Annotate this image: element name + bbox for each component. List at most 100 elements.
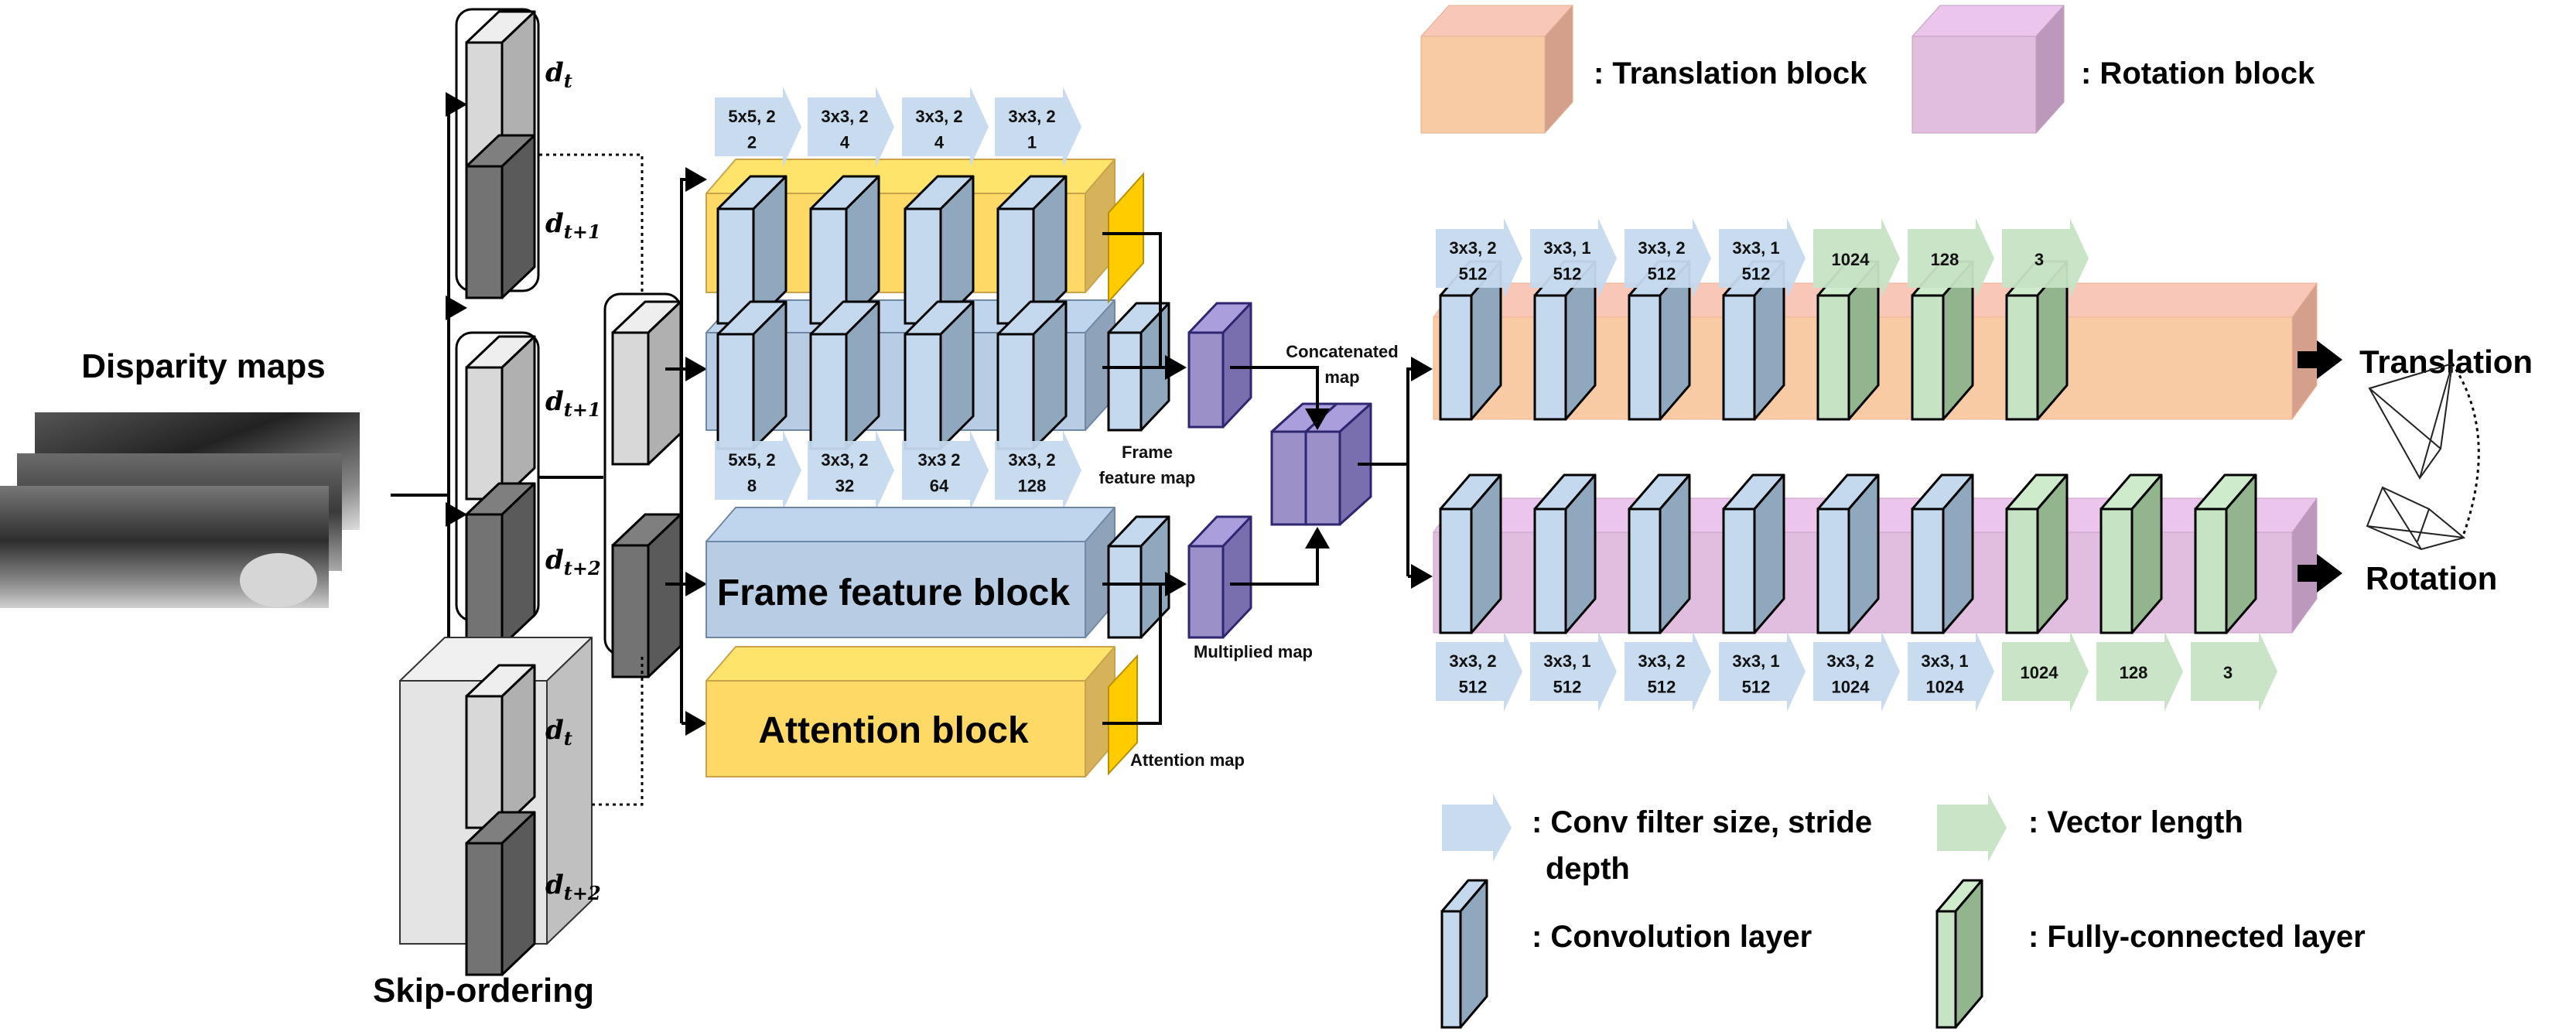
frame-feature-map-label-line1: Frame [1122,443,1173,462]
rotation-conv-arrow-shape [1530,631,1617,712]
frame-stream-conv-layer [809,300,880,450]
translation-vector-arrow-shape [2002,218,2089,299]
output-branches: 3x3, 2 512 3x3, 1 512 3x3, 2 512 3x3, 1 512 1024… [1433,218,2318,712]
legend-conv-layer-label: : Convolution layer [1532,920,1812,954]
translation-conv-arrow-shape [1719,218,1806,299]
frame-stream-conv-layer [904,300,975,450]
legend-conv-arrow-icon [1442,794,1512,862]
legend-rotation-block-label: : Rotation block [2081,56,2315,91]
skip-frame-dt-light [465,664,536,829]
attention-stream-conv-arrow: 3x3, 24 [902,87,989,167]
rotation-vector-arrow-text: 1024 [2021,663,2059,682]
translation-conv-arrow: 3x3, 2 512 [1625,218,1711,299]
rotation-conv-arrow-text-line1: 3x3, 2 [1826,651,1874,671]
translation-vector-arrow-text: 1024 [1832,250,1871,269]
rotation-conv-arrow-text-line2: 1024 [1832,677,1871,696]
attention-stream-conv-layer [809,175,880,325]
translation-conv-arrow-text-line1: 3x3, 1 [1732,238,1779,258]
frame-stream-conv-arrow-text-line1: 3x3, 2 [821,450,868,470]
frame-feature-block-label: Frame feature block [717,572,1070,613]
rotation-conv-arrow-text-line2: 512 [1553,677,1582,696]
rotation-conv-arrow-shape [1719,631,1806,712]
translation-conv-arrow-shape [1436,218,1522,299]
translation-vector-arrow-shape [1908,218,1994,299]
rotation-conv-arrow-text-line2: 512 [1742,677,1771,696]
legend-conv-arrow-icon-shape [1442,794,1512,862]
rotation-vector-arrow-shape [2096,631,2183,712]
attention-stream-conv-arrow-shape [995,87,1081,167]
attention-block-label: Attention block [758,710,1029,751]
attention-stream-conv-arrow-text-line2: 2 [747,132,757,152]
attention-map-plane-bottom [1108,654,1138,776]
rotation-conv-arrow-text-line2: 512 [1648,677,1676,696]
frame-dt2-dark [465,482,536,648]
frame-label-dt: dt [545,57,572,92]
rotation-pose-pyramid-icon [2366,486,2466,551]
rotation-conv-arrow-text-line1: 3x3, 1 [1543,651,1590,671]
disparity-maps-section: Disparity maps [0,347,360,608]
attention-stream-conv-arrow: 5x5, 2 2 [715,87,801,167]
frame-stream-conv-arrow: 3x3, 232 [808,430,894,511]
frame-stream-conv-arrow-shape [995,430,1081,511]
rotation-vector-arrow-text: 128 [2120,663,2148,682]
attention-stream-conv-arrow-text-line2: 1 [1027,132,1037,152]
multiplied-map-bottom [1187,515,1252,639]
attention-stream-conv-arrow-text-line2: 4 [840,132,850,152]
rotation-vector-arrow-shape [2191,631,2277,712]
legend-conv-layer-icon [1440,879,1488,1029]
rotation-conv-arrow-text-line2: 1024 [1926,677,1965,696]
rotation-vector-arrow: 128 [2096,631,2183,712]
rotation-fc-layer [2194,473,2257,634]
translation-conv-arrow-text-line1: 3x3, 2 [1638,238,1685,258]
translation-vector-arrow-text: 3 [2034,250,2044,269]
rotation-fc-layer [2005,473,2069,634]
middle-labels: Frame feature map Multiplied map Attenti… [1099,342,1399,770]
translation-conv-arrow-text-line2: 512 [1648,264,1676,283]
frame-dt1-light [465,335,536,501]
rotation-conv-arrow: 3x3, 1 512 [1530,631,1617,712]
skip-frame-dt2-dark [465,811,536,976]
attention-stream-conv-arrow-text-line1: 5x5, 2 [728,107,775,126]
frame-stream-conv-arrow-text-line2: 8 [747,476,757,495]
rotation-output-label: Rotation [2366,560,2497,596]
outputs: Translation Rotation [2298,340,2533,596]
translation-output-label: Translation [2359,343,2533,380]
frame-dt1-dark [465,134,536,299]
frame-stream-conv-arrow-text-line1: 3x3 2 [917,450,960,470]
rotation-conv-arrow-text-line2: 512 [1459,677,1488,696]
translation-vector-arrow-shape [1813,218,1900,299]
frame-stream-conv-arrow-text-line2: 64 [930,476,949,495]
rotation-conv-layer [1439,473,1502,634]
translation-pose-pyramid-icon [2368,362,2454,480]
translation-conv-arrow-text-line1: 3x3, 2 [1449,238,1496,258]
rotation-vector-arrow: 3 [2191,631,2277,712]
rotation-conv-layer [1628,473,1691,634]
frame-stream-conv-layer [716,300,787,450]
merge-wires [665,167,707,736]
legend-fc-layer-icon [1935,879,1983,1029]
rotation-conv-arrow-text-line1: 3x3, 2 [1449,651,1496,671]
attention-stream-conv-arrow-text-line1: 3x3, 2 [821,107,868,126]
attention-stream-conv-arrow: 3x3, 21 [995,87,1081,167]
legend-translation-block-swatch [1420,5,1573,134]
rotation-conv-arrow-shape [1436,631,1522,712]
merge-frame-dark [611,513,682,678]
attention-stream-conv-arrow-text-line1: 3x3, 2 [915,107,962,126]
attention-map2-to-multiply-wire [1102,584,1162,725]
attention-map-label: Attention map [1130,750,1245,770]
legend-fc-layer-label: : Fully-connected layer [2028,920,2366,954]
frame-stream-conv-arrow-shape [902,430,989,511]
rotation-conv-layer [1911,473,1974,634]
rotation-conv-layer [1816,473,1880,634]
concatenated-map [1270,402,1372,526]
disparity-map-bright-object [240,553,317,607]
attention-block [705,646,1115,777]
attention-stream-conv-arrow-shape [715,87,801,167]
multiply-top-to-concat-wire [1230,366,1330,430]
